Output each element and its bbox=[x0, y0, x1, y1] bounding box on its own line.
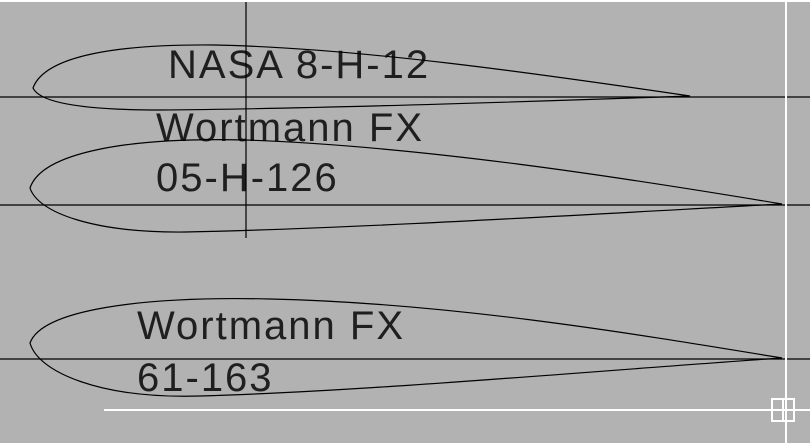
airfoil-label-nasa-8-h-12: NASA 8-H-12 bbox=[168, 43, 431, 87]
airfoil-label-wortmann-fx-05-line2: 05-H-126 bbox=[156, 156, 339, 200]
airfoil-outline-wortmann-fx-05-h-126 bbox=[29, 139, 783, 233]
airfoil-label-wortmann-fx-61-line1: Wortmann FX bbox=[137, 304, 405, 348]
pickbox-icon bbox=[771, 398, 795, 422]
airfoil-label-wortmann-fx-61-line2: 61-163 bbox=[137, 356, 274, 400]
airfoil-label-wortmann-fx-05-line1: Wortmann FX bbox=[156, 106, 424, 150]
